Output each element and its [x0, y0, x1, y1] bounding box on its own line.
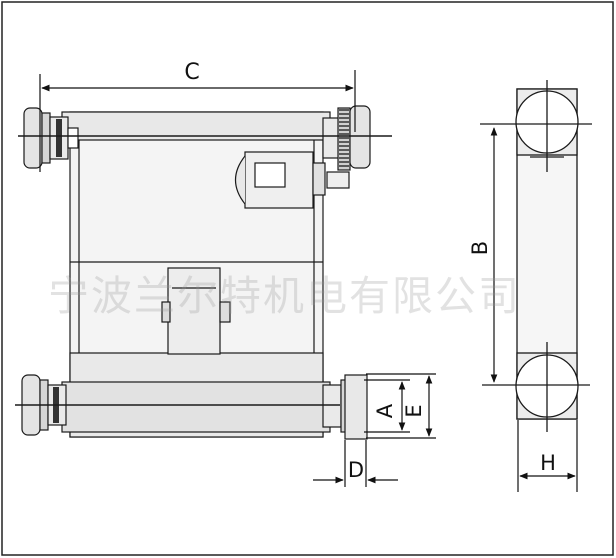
dim-label-b: B: [468, 241, 492, 255]
motor-terminal-box: [254, 162, 286, 188]
bottom-roller: [61, 381, 331, 433]
front-view: [15, 105, 392, 440]
dim-label-e: E: [402, 404, 426, 417]
dimension-a-e: [364, 373, 436, 439]
dim-label-d: D: [348, 458, 364, 482]
dimension-c: [39, 70, 356, 172]
center-bracket: [167, 267, 221, 355]
dimension-h: [517, 420, 578, 492]
dimension-d: [313, 440, 398, 487]
dim-label-a: A: [373, 403, 397, 418]
motor-endcap: [234, 155, 246, 205]
dim-label-c: C: [184, 60, 199, 85]
wheel-top-left: [23, 107, 79, 169]
side-view: [480, 80, 592, 432]
wheel-bottom-right: [322, 374, 368, 440]
dim-label-h: H: [540, 451, 556, 475]
